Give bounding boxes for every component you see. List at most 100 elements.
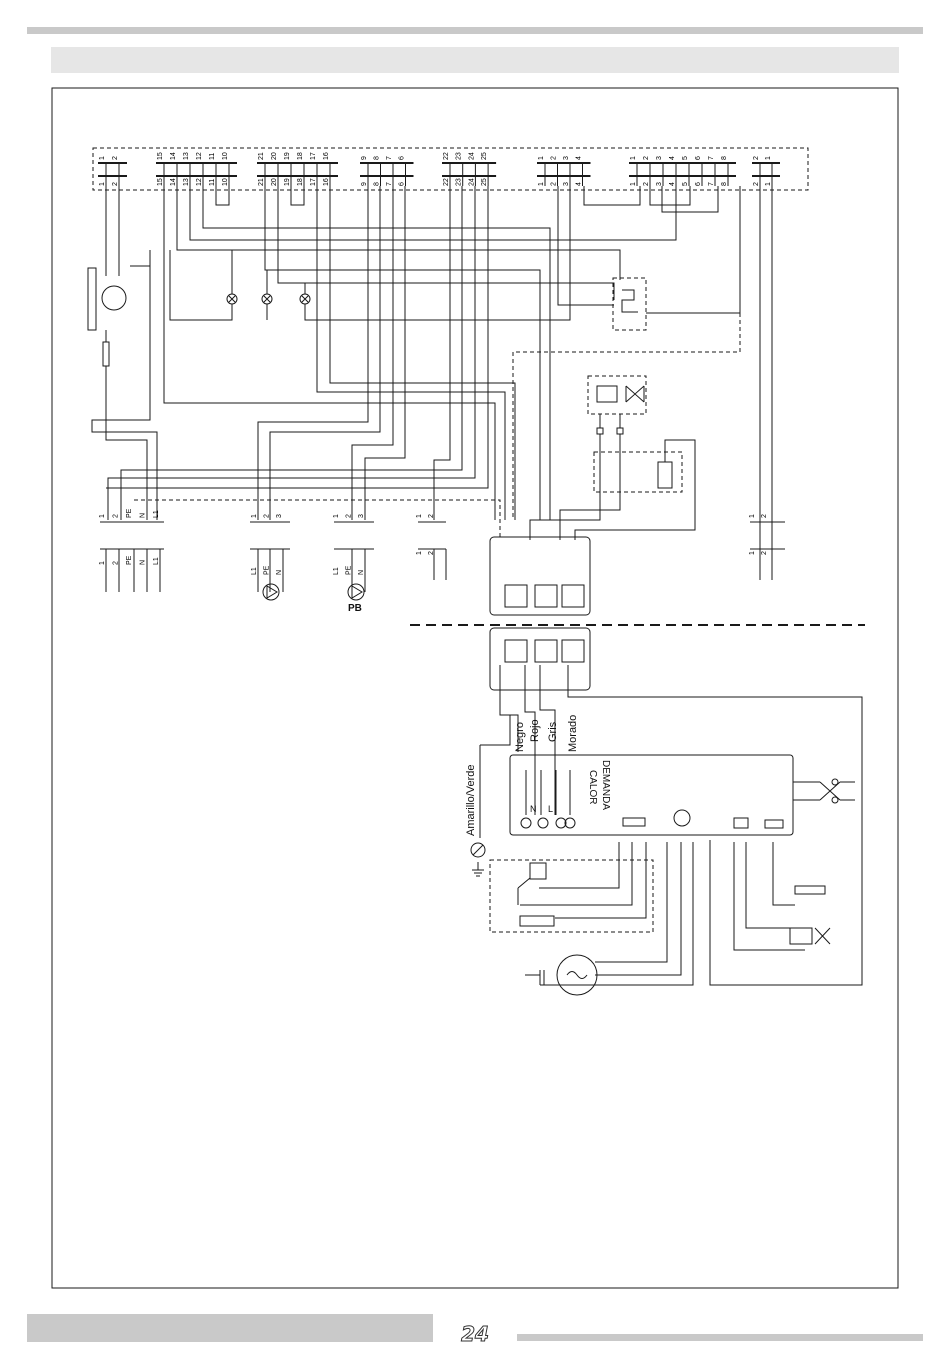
connector-pin-label: N: [140, 513, 147, 518]
connector-pin-label: 1: [416, 551, 423, 555]
terminal-number: 7: [708, 156, 715, 160]
top-header-bar: [27, 27, 923, 34]
wire-label-morado: Morado: [567, 715, 579, 752]
terminal-number: 2: [112, 156, 119, 160]
terminal-number: 13: [183, 178, 190, 186]
page-number: 24: [461, 1322, 490, 1347]
terminal-number: 8: [721, 156, 728, 160]
terminal-number: 6: [695, 182, 702, 186]
terminal-number: 10: [222, 152, 229, 160]
connector-pin-label: 1: [749, 551, 756, 555]
terminal-number: 22: [443, 178, 450, 186]
terminal-number: 20: [271, 178, 278, 186]
terminal-number: 6: [399, 156, 406, 160]
terminal-number: 19: [284, 152, 291, 160]
connector-pin-label: L1: [333, 567, 340, 575]
connector-pin-label: 2: [428, 551, 435, 555]
connector-pin-label: 1: [251, 514, 258, 518]
connector-pin-label: 2: [761, 514, 768, 518]
footer-left-bar: [27, 1314, 433, 1342]
connector-pin-label: 1: [416, 514, 423, 518]
terminal-number: 3: [656, 182, 663, 186]
terminal-number: 19: [284, 178, 291, 186]
terminal-number: 15: [157, 152, 164, 160]
terminal-number: 21: [258, 152, 265, 160]
connector-pin-label: L1: [251, 567, 258, 575]
terminal-number: 2: [551, 156, 558, 160]
connector-pin-label: L1: [153, 557, 160, 565]
terminal-number: 1: [538, 156, 545, 160]
terminal-number: 1: [538, 182, 545, 186]
terminal-number: 16: [323, 152, 330, 160]
terminal-number: 20: [271, 152, 278, 160]
pump-pb-label: PB: [348, 603, 362, 614]
wiring-diagram: 1122151514141313121211111010212120201919…: [51, 87, 899, 1289]
terminal-number: 16: [323, 178, 330, 186]
connector-pin-label: 1: [99, 561, 106, 565]
terminal-number: 2: [112, 182, 119, 186]
terminal-number: 23: [456, 152, 463, 160]
connector-pin-label: PE: [264, 565, 271, 575]
terminal-number: 12: [196, 178, 203, 186]
terminal-number: 22: [443, 152, 450, 160]
connector-pin-label: 2: [428, 514, 435, 518]
terminal-number: 5: [682, 156, 689, 160]
ground-wire-label: Amarillo/Verde: [465, 764, 477, 836]
connector-pin-label: 2: [761, 551, 768, 555]
terminal-number: 4: [576, 156, 583, 160]
terminal-number: 11: [209, 153, 216, 160]
terminal-number: 14: [170, 152, 177, 160]
terminal-number: 7: [386, 156, 393, 160]
terminal-number: 1: [630, 182, 637, 186]
footer-right-bar: [517, 1334, 923, 1341]
connector-pin-label: 1: [333, 514, 340, 518]
connector-pin-label: 1: [749, 514, 756, 518]
terminal-number: 8: [374, 182, 381, 186]
board-label-demanda: DEMANDA: [600, 760, 611, 810]
terminal-number: 12: [196, 152, 203, 160]
terminal-strips: 1122151514141313121211111010212120201919…: [98, 152, 780, 186]
terminal-number: 7: [386, 182, 393, 186]
terminal-number: 4: [669, 156, 676, 160]
terminal-number: 6: [399, 182, 406, 186]
connector-pin-label: 3: [358, 514, 365, 518]
connector-pin-label: 3: [276, 514, 283, 518]
connector-pin-label: N: [276, 570, 283, 575]
board-label-calor: CALOR: [587, 770, 598, 804]
terminal-number: 9: [361, 156, 368, 160]
terminal-number: 1: [765, 182, 772, 186]
connector-pin-label: 1: [99, 514, 106, 518]
board-terminal-n: N: [530, 804, 537, 814]
diagram-frame: [51, 87, 899, 1289]
terminal-number: 15: [157, 178, 164, 186]
terminal-number: 3: [563, 156, 570, 160]
terminal-number: 1: [99, 182, 106, 186]
connector-pin-label: 2: [346, 514, 353, 518]
wire-label-negro: Negro: [514, 722, 526, 752]
terminal-number: 1: [765, 156, 772, 160]
terminal-number: 11: [209, 179, 216, 186]
board-terminal-l: L: [548, 804, 553, 814]
terminal-number: 5: [682, 182, 689, 186]
terminal-number: 21: [258, 178, 265, 186]
terminal-number: 18: [297, 178, 304, 186]
terminal-number: 25: [481, 178, 488, 186]
terminal-number: 18: [297, 152, 304, 160]
terminal-number: 4: [576, 182, 583, 186]
terminal-number: 13: [183, 152, 190, 160]
terminal-number: 2: [753, 182, 760, 186]
terminal-number: 14: [170, 178, 177, 186]
terminal-number: 2: [643, 182, 650, 186]
connector-pin-label: 2: [113, 514, 120, 518]
terminal-number: 10: [222, 178, 229, 186]
wiring-lines: [87, 186, 863, 996]
terminal-number: 2: [551, 182, 558, 186]
terminal-number: 6: [695, 156, 702, 160]
terminal-number: 25: [481, 152, 488, 160]
connector-pin-label: L1: [153, 510, 160, 518]
terminal-number: 1: [630, 156, 637, 160]
connector-pin-label: PE: [126, 508, 133, 518]
section-title-bar: [51, 47, 899, 73]
terminal-number: 3: [563, 182, 570, 186]
